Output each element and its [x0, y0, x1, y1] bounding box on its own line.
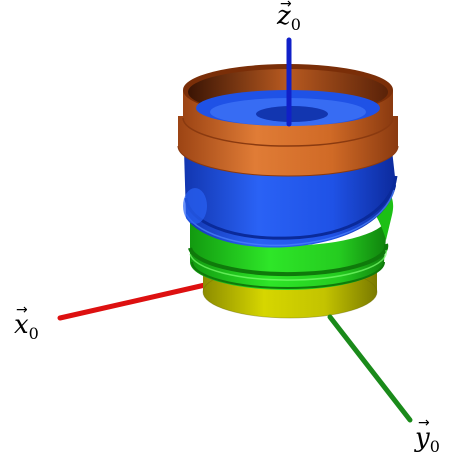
svg-text:x0: x0 [14, 310, 39, 343]
vector-arrow-icon: → [418, 415, 430, 431]
svg-text:z0: z0 [276, 1, 301, 34]
z-axis-label: z0 → [276, 0, 301, 34]
x-axis-line [57, 282, 208, 321]
blue-cylinder-segment [183, 150, 398, 248]
x-axis-label: x0 → [14, 302, 39, 343]
vector-arrow-icon: → [280, 0, 292, 12]
vector-arrow-icon: → [16, 302, 28, 318]
y-axis-label: y0 → [414, 415, 440, 456]
svg-text:y0: y0 [414, 423, 440, 456]
y-axis-line [327, 314, 413, 423]
